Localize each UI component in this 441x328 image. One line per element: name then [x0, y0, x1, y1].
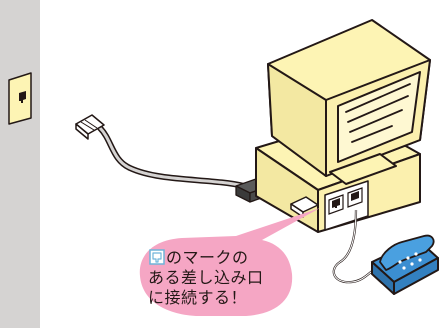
callout-line-3: に接続する！ — [148, 288, 248, 307]
modular-plug-device — [290, 196, 319, 218]
callout-text: のマークの ある差し込み口 に接続する！ — [148, 248, 288, 308]
wall — [0, 0, 40, 328]
port-mark-spacer — [148, 252, 161, 265]
modular-plug-wall — [75, 114, 105, 140]
crt-monitor — [267, 19, 431, 185]
callout-line-1-text: のマークの — [166, 248, 249, 267]
callout-line-2: ある差し込み口 — [148, 268, 264, 287]
callout-line-1: のマークの — [148, 248, 288, 268]
wall-phone-jack — [8, 72, 32, 125]
phone-port-mark-icon — [149, 249, 165, 265]
callout-bubble — [139, 208, 320, 316]
phone-cable-wall — [97, 125, 247, 189]
telephone-icon — [371, 234, 439, 295]
